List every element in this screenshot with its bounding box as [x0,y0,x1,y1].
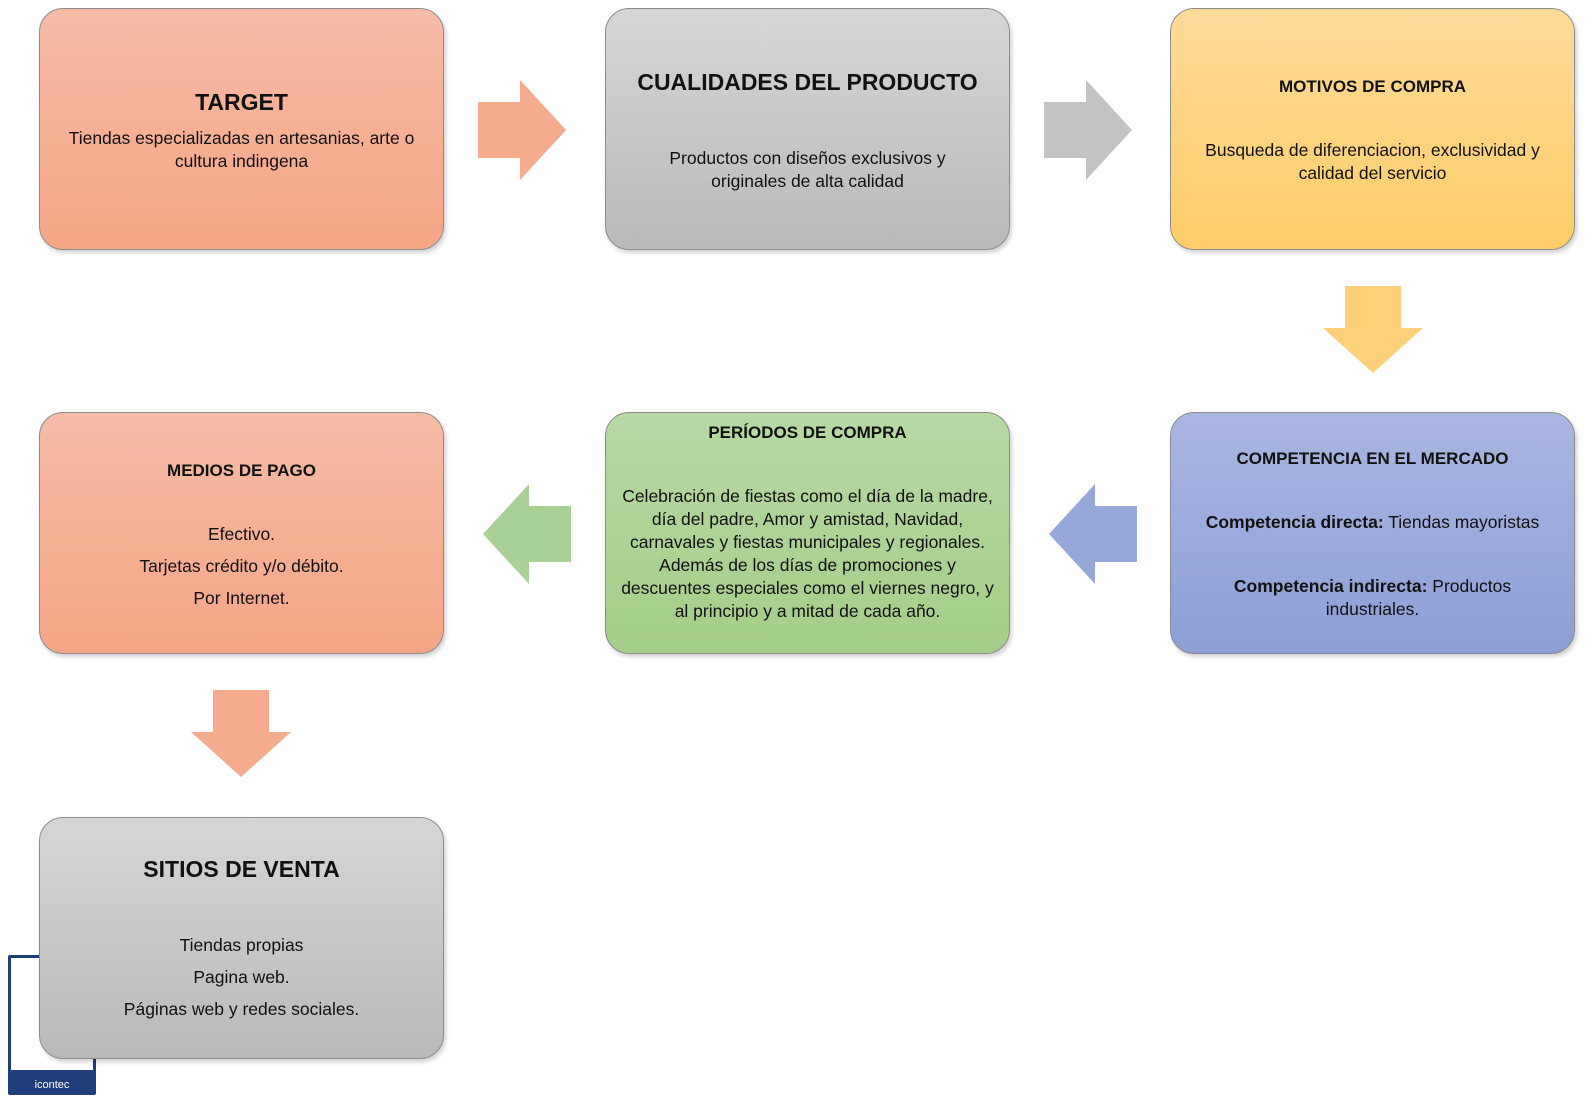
competencia-box: COMPETENCIA EN EL MERCADO Competencia di… [1170,412,1575,654]
sitios-box: SITIOS DE VENTA Tiendas propias Pagina w… [39,817,444,1059]
target-text: Tiendas especializadas en artesanias, ar… [68,128,415,171]
sitios-item-2: Pagina web. [193,967,290,987]
cualidades-title: CUALIDADES DEL PRODUCTO [637,69,978,95]
arrow-right-2 [1044,80,1132,180]
arrow-left-2 [483,484,571,584]
competencia-title: COMPETENCIA EN EL MERCADO [1236,449,1509,468]
motivos-title: MOTIVOS DE COMPRA [1278,77,1466,96]
arrow-right-1 [478,80,566,180]
medios-item-3: Por Internet. [193,588,290,608]
medios-title: MEDIOS DE PAGO [167,461,316,480]
competencia-directa-label: Competencia directa: [1205,512,1384,532]
motivos-box: MOTIVOS DE COMPRA Busqueda de diferencia… [1170,8,1575,250]
target-box: TARGET Tiendas especializadas en artesan… [39,8,444,250]
competencia-directa: Competencia directa: Tiendas mayoristas [1171,511,1574,534]
medios-box: MEDIOS DE PAGO Efectivo. Tarjetas crédit… [39,412,444,654]
cualidades-box: CUALIDADES DEL PRODUCTO Productos con di… [605,8,1010,250]
arrow-down-1 [1323,286,1423,373]
sitios-item-1: Tiendas propias [179,935,304,955]
periodos-text: Celebración de fiestas como el día de la… [621,486,994,621]
cualidades-text: Productos con diseños exclusivos y origi… [669,148,946,191]
periodos-title: PERÍODOS DE COMPRA [708,423,907,442]
competencia-directa-text: Tiendas mayoristas [1388,512,1540,532]
sitios-title: SITIOS DE VENTA [143,856,340,882]
periodos-box: PERÍODOS DE COMPRA Celebración de fiesta… [605,412,1010,654]
medios-item-1: Efectivo. [207,524,276,544]
competencia-indirecta-text: Productos industriales. [1325,576,1512,619]
motivos-text: Busqueda de diferenciacion, exclusividad… [1205,140,1540,183]
medios-item-2: Tarjetas crédito y/o débito. [139,556,344,576]
arrow-left-1 [1049,484,1137,584]
competencia-indirecta-label: Competencia indirecta: [1233,576,1428,596]
arrow-down-2 [191,690,291,777]
sitios-item-3: Páginas web y redes sociales. [123,999,360,1019]
logo-text: icontec [34,1079,70,1091]
competencia-indirecta: Competencia indirecta: Productos industr… [1171,575,1574,621]
target-title: TARGET [195,89,288,115]
